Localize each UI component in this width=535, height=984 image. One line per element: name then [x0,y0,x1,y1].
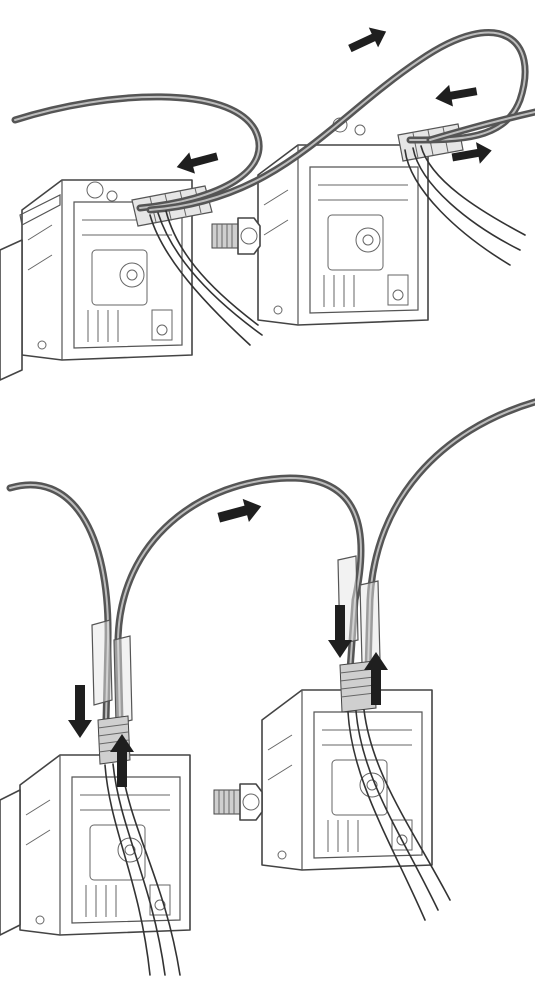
arrow-down-right-bottom [328,605,352,658]
top-panel [0,27,535,381]
cable-bottom-a [6,481,112,724]
rail-clip-left-top [19,194,61,226]
device-right-bottom [261,689,433,871]
device-left-bottom-side [0,789,21,936]
cable-bottom-b [114,474,365,724]
sleeve-left-bottom [91,619,133,725]
cable-top-a [11,93,263,212]
wires-right-top [404,145,526,266]
cable-gland-bottom [213,783,263,821]
arrow-down-left-bottom [68,685,92,738]
cable-top-c [426,108,535,144]
arrow-right-top [451,142,492,164]
device-left-top-side [0,239,23,381]
bottom-panel [0,398,535,976]
cable-gland-top [211,217,261,255]
arrow-right-bottom [217,498,262,523]
arrow-up-right-bottom [364,652,388,705]
wires-right-bottom [347,709,451,921]
connector-right-bottom [339,660,377,713]
arrow-up-left-bottom [110,734,134,787]
cable-top-b [146,29,529,214]
device-right-top [257,144,429,326]
arrow-left-top-a [176,152,219,174]
arrow-left-top-b [435,84,478,107]
cable-bottom-c [364,398,535,674]
arrow-up-right-top [348,27,387,53]
wires-left-top [149,210,263,346]
